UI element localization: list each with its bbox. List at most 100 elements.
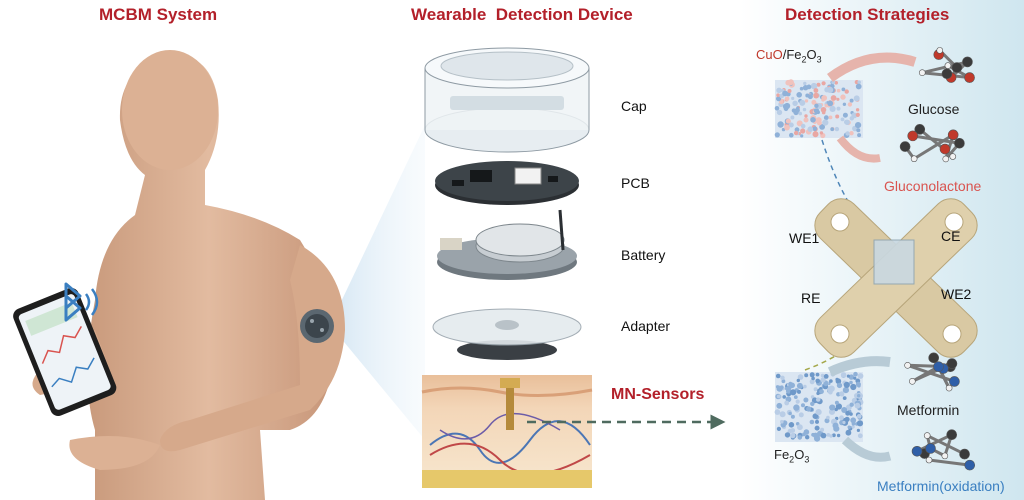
nanoparticle bbox=[836, 97, 840, 101]
molecule-atom bbox=[941, 452, 949, 460]
nanoparticle bbox=[793, 395, 798, 399]
molecule-atom bbox=[911, 445, 923, 457]
we1-label: WE1 bbox=[789, 230, 820, 246]
nanoparticle bbox=[814, 103, 819, 109]
nanoparticle bbox=[857, 433, 863, 439]
nanoparticle bbox=[853, 371, 858, 377]
detection-strategies-title: Detection Strategies bbox=[785, 5, 950, 24]
nanoparticle bbox=[822, 119, 829, 126]
nanoparticle bbox=[849, 116, 854, 121]
nanoparticle bbox=[832, 422, 839, 429]
nanoparticle bbox=[779, 411, 786, 418]
molecule-atom bbox=[939, 143, 951, 155]
molecule-atom bbox=[918, 69, 926, 77]
o-text: O bbox=[806, 47, 817, 62]
nanoparticle bbox=[813, 108, 820, 114]
nanoparticle bbox=[790, 414, 795, 419]
nanoparticle bbox=[790, 115, 795, 120]
nanoparticle bbox=[855, 381, 861, 387]
nanoparticle bbox=[788, 122, 794, 128]
nanoparticle bbox=[824, 418, 830, 424]
nanoparticle bbox=[805, 435, 810, 440]
molecule-atom bbox=[947, 129, 959, 141]
glucose-arrow bbox=[827, 52, 917, 83]
molecule-atom bbox=[944, 62, 952, 69]
nanoparticle bbox=[774, 132, 780, 138]
nanoparticle bbox=[820, 427, 825, 432]
molecule-atom bbox=[964, 459, 976, 471]
nanoparticle bbox=[776, 394, 781, 399]
nanoparticle bbox=[803, 81, 807, 86]
nanoparticle bbox=[855, 108, 860, 112]
nanoparticle bbox=[777, 121, 784, 128]
molecule-atom bbox=[946, 429, 958, 441]
nanoparticle bbox=[836, 106, 841, 111]
molecule-atom bbox=[949, 153, 957, 160]
nanoparticle bbox=[845, 410, 851, 416]
nanoparticle bbox=[823, 374, 829, 379]
nanoparticle bbox=[820, 107, 827, 113]
nanoparticle bbox=[811, 376, 815, 381]
nanoparticle bbox=[823, 115, 829, 121]
nanoparticle bbox=[850, 383, 857, 391]
molecule-atom bbox=[946, 358, 958, 369]
metformin-ox-text: Metformin bbox=[877, 478, 940, 494]
nanoparticle bbox=[803, 384, 807, 389]
nanoparticle bbox=[842, 102, 847, 107]
molecule-atom bbox=[923, 432, 931, 439]
nanoparticle bbox=[832, 433, 836, 438]
wearable-device-title: Wearable Detection Device bbox=[411, 5, 633, 24]
metformin-arrow bbox=[827, 356, 891, 377]
o-subscript: 3 bbox=[816, 54, 822, 65]
nanoparticle bbox=[803, 397, 809, 403]
nanoparticle bbox=[856, 128, 861, 133]
nanoparticle bbox=[820, 377, 826, 383]
nanoparticle bbox=[836, 88, 841, 93]
nanoparticle bbox=[791, 96, 795, 100]
nanoparticle bbox=[857, 133, 862, 138]
nanoparticle bbox=[800, 123, 806, 129]
nanoparticle bbox=[787, 89, 792, 93]
fe-subscript: 2 bbox=[801, 54, 807, 65]
nanoparticle bbox=[815, 419, 819, 424]
nanoparticle bbox=[855, 122, 862, 129]
nanoparticle bbox=[839, 415, 844, 421]
nanoparticle bbox=[816, 120, 822, 126]
nanoparticle bbox=[792, 100, 798, 107]
nanoparticle bbox=[776, 87, 782, 94]
nanoparticle bbox=[844, 416, 850, 422]
molecule-atom bbox=[949, 376, 960, 387]
nanoparticle bbox=[780, 375, 785, 380]
nanoparticle bbox=[782, 90, 788, 97]
molecule-atom bbox=[951, 62, 963, 73]
nanoparticle bbox=[853, 376, 857, 380]
nanoparticle bbox=[788, 422, 795, 428]
nanoparticle bbox=[797, 389, 801, 394]
molecule-atom bbox=[936, 47, 944, 54]
nanoparticle bbox=[799, 86, 804, 91]
o-subscript-bottom: 3 bbox=[804, 454, 810, 465]
nanoparticle bbox=[830, 404, 836, 410]
nanoparticle bbox=[848, 374, 855, 380]
bluetooth-icon bbox=[64, 282, 99, 322]
nanoparticle bbox=[804, 114, 808, 118]
nanoparticle bbox=[797, 374, 804, 380]
molecule-bond bbox=[916, 433, 953, 453]
nanoparticle bbox=[784, 96, 790, 102]
nanoparticle bbox=[807, 126, 814, 132]
nanoparticle bbox=[836, 382, 843, 389]
nanoparticle bbox=[842, 420, 846, 425]
nanoparticle bbox=[821, 81, 826, 86]
nanoparticle bbox=[851, 425, 855, 429]
battery-label: Battery bbox=[621, 247, 666, 263]
nanoparticle bbox=[810, 380, 815, 385]
nanoparticle bbox=[775, 373, 781, 379]
nanoparticle bbox=[813, 88, 819, 93]
nanoparticle bbox=[857, 394, 861, 398]
coin-battery-icon bbox=[437, 209, 577, 280]
nanoparticle bbox=[829, 379, 833, 383]
nanoparticle bbox=[842, 396, 847, 400]
nanoparticle bbox=[809, 372, 815, 378]
molecule-atom bbox=[933, 361, 944, 372]
